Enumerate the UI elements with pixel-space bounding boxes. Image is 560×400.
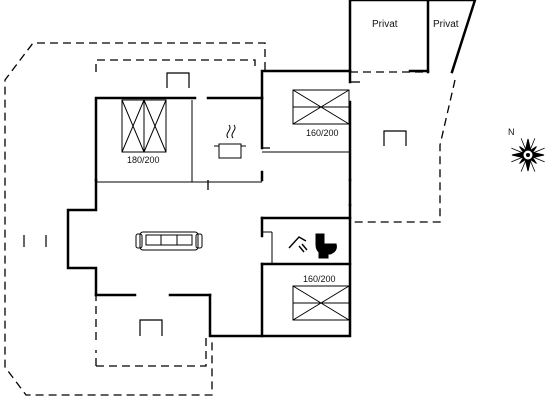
- compass-north-letter: N: [508, 127, 515, 137]
- terrace-outline: [4, 42, 456, 396]
- bed-size-right-bottom: 160/200: [303, 274, 336, 284]
- bed-size-right-top: 160/200: [306, 128, 339, 138]
- toilet-icon: [315, 233, 337, 259]
- room-label-private-left: Privat: [372, 19, 398, 30]
- bed-icon-lower: [292, 285, 350, 321]
- sofa-icon: [135, 231, 203, 251]
- room-label-private-right: Privat: [433, 19, 459, 30]
- walls: [66, 0, 477, 338]
- interior-partitions: [96, 100, 350, 265]
- double-bed-icon: [121, 99, 167, 153]
- bed-size-left: 180/200: [127, 155, 160, 165]
- cooking-pot-icon: [214, 124, 246, 159]
- shower-icon: [288, 236, 308, 253]
- bed-icon: [292, 89, 350, 125]
- window-icon: [23, 72, 407, 336]
- compass-rose-icon: [511, 138, 545, 172]
- door-markers: [207, 81, 360, 190]
